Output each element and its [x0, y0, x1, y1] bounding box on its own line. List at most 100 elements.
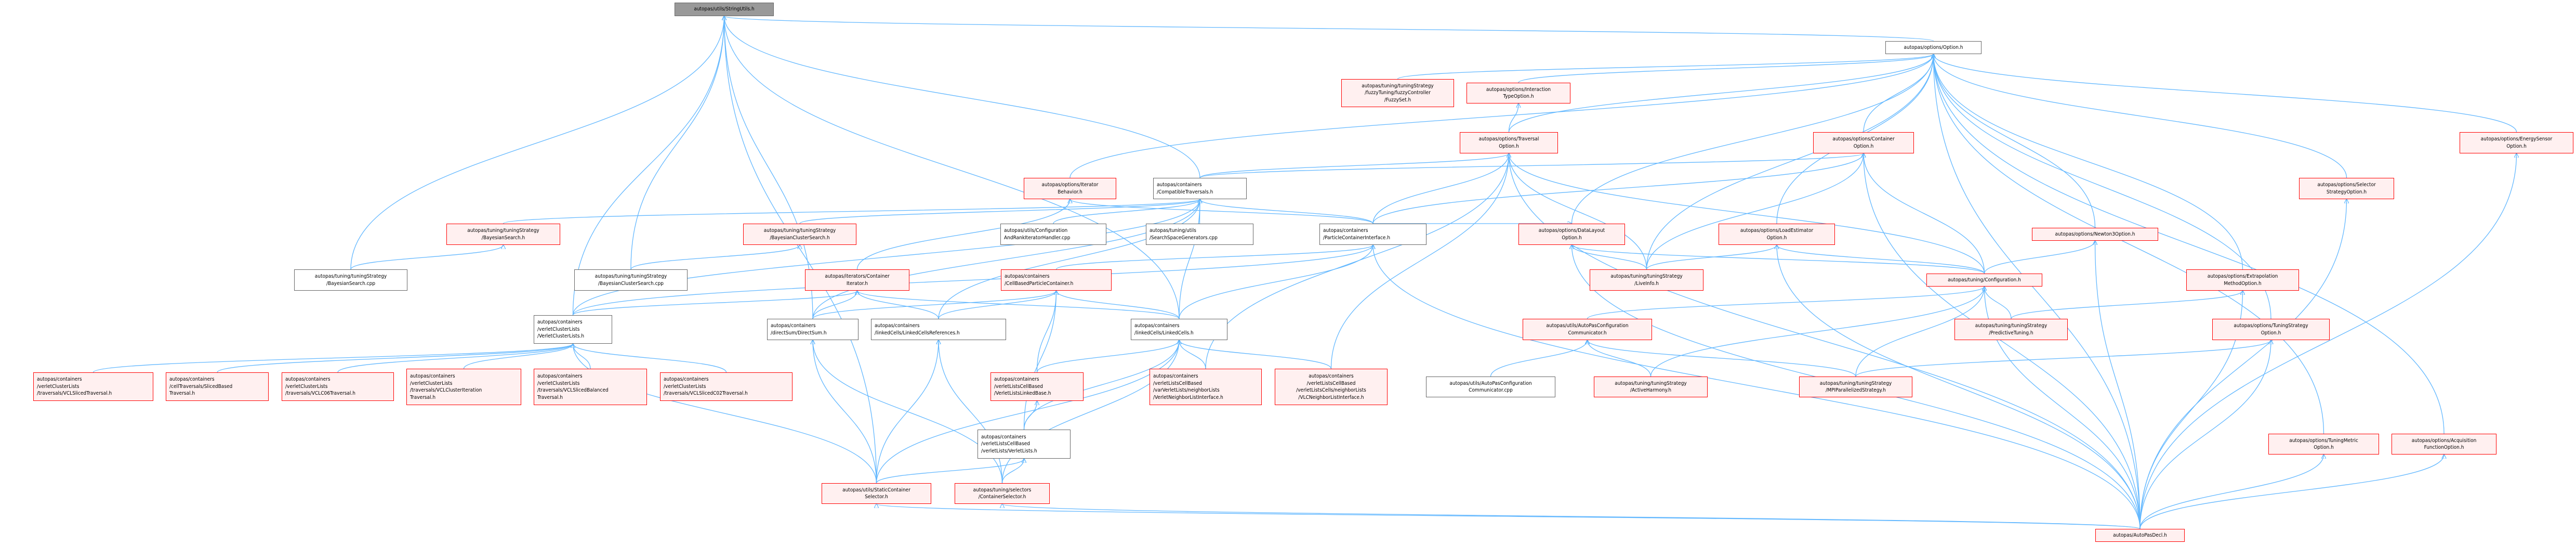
node-label: autopas/tuning/tuningStrategy /LiveInfo.… [1610, 274, 1683, 287]
node-label: autopas/containers /verletClusterLists /… [410, 373, 482, 400]
node-interaction-opt[interactable]: autopas/options/Interaction TypeOption.h [1467, 83, 1570, 103]
node-label: autopas/options/EnergySensor Option.h [2480, 136, 2553, 149]
node-verlet-nl-iface[interactable]: autopas/containers /verletListsCellBased… [1150, 369, 1262, 405]
node-label: autopas/options/Extrapolation MethodOpti… [2207, 274, 2278, 287]
node-label: autopas/options/Iterator Behavior.h [1041, 182, 1099, 195]
node-label: autopas/tuning/tuningStrategy /BayesianS… [467, 228, 539, 241]
node-loadest-opt[interactable]: autopas/options/LoadEstimator Option.h [1719, 224, 1835, 245]
node-traversal-opt[interactable]: autopas/options/Traversal Option.h [1460, 132, 1558, 153]
node-label: autopas/options/DataLayout Option.h [1538, 228, 1605, 241]
node-acq-opt[interactable]: autopas/options/Acquisition FunctionOpti… [2392, 434, 2496, 455]
node-label: autopas/containers /verletClusterLists /… [664, 377, 748, 397]
node-static-sel[interactable]: autopas/utils/StaticContainer Selector.h [822, 483, 931, 504]
edge-extrap_opt-to-option [1934, 54, 2243, 270]
node-label: autopas/options/LoadEstimator Option.h [1740, 228, 1814, 241]
edge-bayes_cpp-to-stringutils [350, 16, 724, 270]
node-cellbased[interactable]: autopas/containers /CellBasedParticleCon… [1001, 269, 1112, 291]
node-apcc-cpp[interactable]: autopas/utils/AutoPasConfiguration Commu… [1426, 377, 1555, 397]
node-selector-opt[interactable]: autopas/options/Selector StrategyOption.… [2299, 178, 2394, 199]
node-sliced-based[interactable]: autopas/containers /cellTraversals/Slice… [166, 372, 269, 401]
edge-linkedcells-to-cellbased [1056, 291, 1180, 319]
node-iter-behavior[interactable]: autopas/options/Iterator Behavior.h [1024, 178, 1116, 199]
node-label: autopas/utils/AutoPasConfiguration Commu… [1449, 380, 1532, 394]
node-bayes-cpp[interactable]: autopas/tuning/tuningStrategy /BayesianS… [294, 269, 407, 291]
node-newton3-opt[interactable]: autopas/options/Newton3Option.h [2032, 228, 2158, 241]
edge-autopasdecl-to-newton3_opt [2095, 241, 2141, 529]
edge-liveinfo-to-container_opt [1646, 153, 1864, 270]
edge-bayes_cpp-to-bayes_h [350, 245, 504, 270]
node-configuration[interactable]: autopas/tuning/Configuration.h [1926, 274, 2042, 287]
node-linkedcells[interactable]: autopas/containers /linkedCells/LinkedCe… [1131, 319, 1227, 340]
edge-mpi_strategy-to-tuningstrat_opt [1855, 340, 2271, 377]
node-vlc-nl-iface[interactable]: autopas/containers /verletListsCellBased… [1275, 369, 1388, 405]
edge-acq_opt-to-option [1934, 54, 2445, 434]
node-autopasdecl[interactable]: autopas/AutoPasDecl.h [2095, 529, 2185, 542]
node-cont-iter[interactable]: autopas/iterators/Container Iterator.h [805, 269, 909, 291]
node-label: autopas/utils/StringUtils.h [694, 6, 755, 12]
edge-vcl_sliced_c02-to-vcl [573, 344, 727, 373]
edge-cont_iter-to-iter_behavior [856, 199, 1071, 270]
node-lc-refs[interactable]: autopas/containers /linkedCells/LinkedCe… [871, 319, 1006, 340]
edge-autopasdecl-to-loadest_opt [1777, 245, 2141, 529]
node-bayes-h[interactable]: autopas/tuning/tuningStrategy /BayesianS… [446, 224, 560, 245]
node-compat-trav[interactable]: autopas/containers /CompatibleTraversals… [1153, 178, 1247, 199]
node-extrap-opt[interactable]: autopas/options/Extrapolation MethodOpti… [2186, 269, 2299, 291]
node-directsum[interactable]: autopas/containers /directSum/DirectSum.… [767, 319, 858, 340]
node-vcl[interactable]: autopas/containers /verletClusterLists /… [534, 315, 612, 344]
edge-compat_trav-to-container_opt [1199, 153, 1864, 178]
node-datalayout-opt[interactable]: autopas/options/DataLayout Option.h [1518, 224, 1625, 245]
node-active-harmony[interactable]: autopas/tuning/tuningStrategy /ActiveHar… [1594, 377, 1708, 397]
node-vl-linked-base[interactable]: autopas/containers /verletListsCellBased… [990, 372, 1084, 401]
node-vcl-cluster-iter[interactable]: autopas/containers /verletClusterLists /… [406, 369, 521, 405]
edge-pci-to-compat_trav [1200, 199, 1373, 224]
node-tuningmetric-opt[interactable]: autopas/options/TuningMetric Option.h [2268, 434, 2379, 455]
node-label: autopas/containers /CellBasedParticleCon… [1005, 274, 1074, 287]
edge-autopasdecl-to-acq_opt [2139, 455, 2444, 529]
edge-active_harmony-to-apcc_h [1588, 340, 1652, 377]
node-bcs-cpp[interactable]: autopas/tuning/tuningStrategy /BayesianC… [574, 269, 688, 291]
node-label: autopas/tuning/tuningStrategy /BayesianC… [595, 274, 667, 287]
node-apcc-h[interactable]: autopas/utils/AutoPasConfiguration Commu… [1523, 319, 1652, 340]
node-verletlists[interactable]: autopas/containers /verletListsCellBased… [977, 430, 1071, 459]
edge-mpi_strategy-to-apcc_h [1588, 340, 1856, 377]
node-vcl-sliced-c02[interactable]: autopas/containers /verletClusterLists /… [660, 372, 792, 401]
node-label: autopas/options/Newton3Option.h [2055, 231, 2135, 237]
node-fuzzyset[interactable]: autopas/tuning/tuningStrategy /fuzzyTuni… [1341, 79, 1454, 107]
node-stringutils[interactable]: autopas/utils/StringUtils.h [675, 3, 774, 16]
edge-pci-to-iter_behavior [1070, 199, 1373, 224]
node-cont-sel[interactable]: autopas/tuning/selectors /ContainerSelec… [955, 483, 1050, 504]
edge-configuration-to-traversal_opt [1509, 153, 1985, 274]
node-mpi-strategy[interactable]: autopas/tuning/tuningStrategy /MPIParall… [1799, 377, 1912, 397]
node-search-space-cpp[interactable]: autopas/tuning/utils /SearchSpaceGenerat… [1146, 224, 1253, 245]
node-container-opt[interactable]: autopas/options/Container Option.h [1813, 132, 1914, 153]
edge-linkedcells-to-pci [1179, 245, 1373, 319]
node-bcs-h[interactable]: autopas/tuning/tuningStrategy /BayesianC… [743, 224, 856, 245]
node-label: autopas/containers /directSum/DirectSum.… [771, 323, 827, 336]
edge-energy_opt-to-option [1934, 54, 2517, 133]
node-tuningstrat-opt[interactable]: autopas/options/TuningStrategy Option.h [2212, 319, 2330, 340]
edge-option-to-stringutils [724, 16, 1934, 42]
edge-vcl_c06-to-vcl [337, 344, 573, 373]
node-label: autopas/tuning/tuningStrategy /ActiveHar… [1615, 380, 1687, 394]
node-predictive[interactable]: autopas/tuning/tuningStrategy /Predictiv… [1954, 319, 2068, 340]
node-pci[interactable]: autopas/containers /ParticleContainerInt… [1319, 224, 1426, 245]
edge-configuration-to-loadest_opt [1777, 245, 1985, 274]
edge-liveinfo-to-loadest_opt [1646, 245, 1777, 270]
edge-cont_sel-to-lc_refs [939, 340, 1003, 484]
node-option[interactable]: autopas/options/Option.h [1885, 41, 1981, 54]
node-vcl-sliced-bal[interactable]: autopas/containers /verletClusterLists /… [534, 369, 647, 405]
node-energy-opt[interactable]: autopas/options/EnergySensor Option.h [2460, 132, 2573, 153]
node-vcl-c06[interactable]: autopas/containers /verletClusterLists /… [282, 372, 394, 401]
edge-static_sel-to-stringutils [724, 16, 877, 484]
edge-bcs_cpp-to-bcs_h [630, 245, 800, 270]
edge-vl_linked_base-to-linkedcells [1036, 340, 1180, 373]
node-label: autopas/options/Selector StrategyOption.… [2317, 182, 2376, 195]
node-vcl-sliced[interactable]: autopas/containers /verletClusterLists /… [33, 372, 153, 401]
edge-static_sel-to-linkedcells [876, 340, 1180, 484]
node-cfg-rank-cpp[interactable]: autopas/utils/Configuration AndRankItera… [1000, 224, 1106, 245]
node-liveinfo[interactable]: autopas/tuning/tuningStrategy /LiveInfo.… [1590, 269, 1703, 291]
node-label: autopas/utils/Configuration AndRankItera… [1004, 228, 1071, 241]
node-label: autopas/containers /linkedCells/LinkedCe… [875, 323, 960, 336]
node-label: autopas/containers /verletListsCellBased… [1296, 373, 1366, 400]
edge-traversal_opt-to-interaction_opt [1508, 103, 1519, 133]
